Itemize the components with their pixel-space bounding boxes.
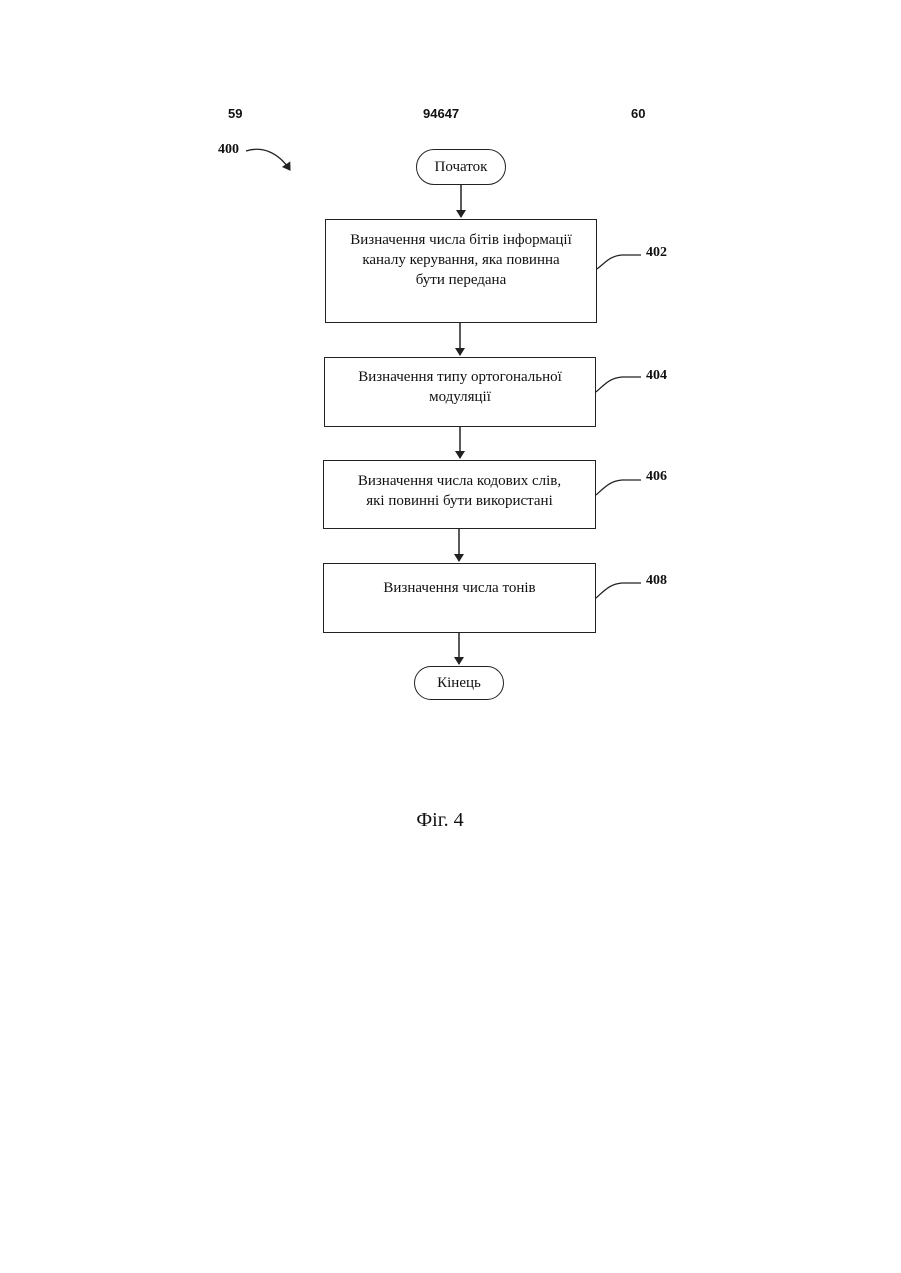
ref-402-leader [597, 255, 641, 269]
end-terminal: Кінець [414, 666, 504, 700]
ref-400-leader [246, 149, 290, 170]
step-406-text: Визначення числа кодових слів, які повин… [358, 471, 561, 528]
step-box-408: Визначення числа тонів [323, 563, 596, 633]
start-label: Початок [435, 159, 488, 176]
page-number-right: 60 [631, 106, 645, 122]
start-terminal: Початок [416, 149, 506, 185]
step-408-text: Визначення числа тонів [383, 578, 535, 632]
figure-reference-400: 400 [218, 142, 239, 158]
step-box-404: Визначення типу ортогональної модуляції [324, 357, 596, 427]
step-reference-404: 404 [646, 368, 667, 384]
step-box-406: Визначення числа кодових слів, які повин… [323, 460, 596, 529]
step-reference-408: 408 [646, 573, 667, 589]
step-reference-402: 402 [646, 245, 667, 261]
document-number: 94647 [423, 106, 459, 122]
figure-caption: Фіг. 4 [400, 808, 480, 832]
end-label: Кінець [437, 675, 481, 692]
ref-404-leader [596, 377, 641, 392]
step-reference-406: 406 [646, 469, 667, 485]
step-404-text: Визначення типу ортогональної модуляції [358, 367, 562, 426]
step-402-text: Визначення числа бітів інформації каналу… [350, 230, 572, 322]
ref-408-leader [596, 583, 641, 598]
page-number-left: 59 [228, 106, 242, 122]
step-box-402: Визначення числа бітів інформації каналу… [325, 219, 597, 323]
ref-406-leader [596, 480, 641, 495]
